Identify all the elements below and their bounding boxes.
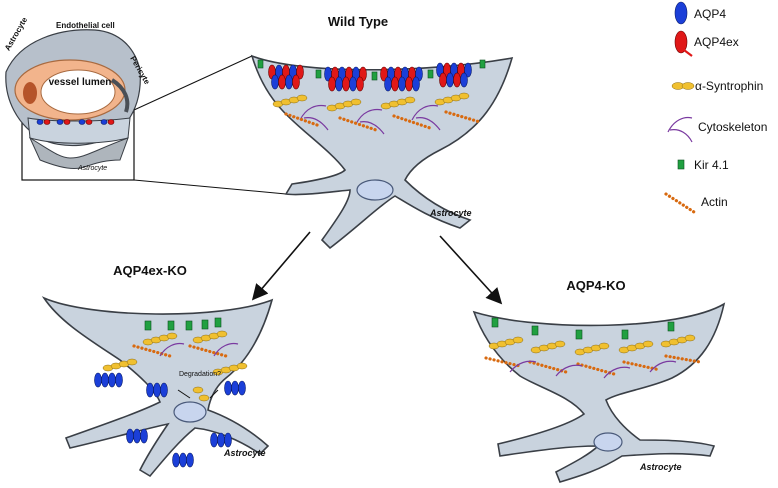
- arrow-to-aqp4-ko: [439, 235, 503, 305]
- inset-endothelial-nucleus: [23, 82, 37, 104]
- legend-item-aqp4ex: AQP4ex: [674, 30, 739, 57]
- aqp4-ko-astrocyte-label: Astrocyte: [639, 462, 682, 472]
- aqp4ex-ko-title: AQP4ex-KO: [113, 263, 187, 278]
- aqp4ex-ko-syntrophin: [102, 330, 248, 402]
- wild-type-aqp4-array: [268, 62, 472, 92]
- wild-type-title: Wild Type: [328, 14, 388, 29]
- aqp4ex-ko-aqp4-clusters: [94, 372, 246, 468]
- inset-astrocyte-top-label: Astrocyte: [3, 15, 30, 52]
- inset-aqp4-row: [36, 119, 115, 125]
- aqp4ex-icon: [674, 30, 693, 57]
- legend-label-aqp4ex: AQP4ex: [694, 35, 739, 49]
- inset-vessel-lumen: [40, 69, 116, 115]
- actin-icon: [664, 192, 696, 214]
- cytoskeleton-icon: [667, 116, 693, 143]
- wild-type-astrocyte-body: [250, 54, 514, 250]
- aqp4-ko-cytoskeleton: [509, 360, 677, 379]
- legend-label-cytoskeleton: Cytoskeleton: [698, 120, 767, 134]
- wild-type-nucleus: [356, 179, 394, 201]
- zoom-line-bottom: [133, 179, 287, 195]
- aqp4-icon: [674, 1, 688, 25]
- zoom-line-top: [133, 55, 253, 111]
- arrow-to-aqp4ex-ko: [251, 231, 311, 301]
- aqp4ex-ko-astrocyte-label: Astrocyte: [223, 448, 266, 458]
- legend-label-syntrophin: α-Syntrophin: [695, 79, 763, 93]
- wild-type-astrocyte-label: Astrocyte: [429, 208, 472, 218]
- kir-icon: [677, 159, 685, 170]
- aqp4-ko-panel: AQP4-KO Astrocyte: [472, 278, 726, 483]
- inset-astrocyte-bottom-label: Astrocyte: [77, 165, 107, 172]
- legend-item-cytoskeleton: Cytoskeleton: [667, 116, 767, 143]
- aqp4-ko-nucleus: [593, 432, 623, 452]
- aqp4-ko-actin: [484, 354, 702, 376]
- degradation-arrow-left: [177, 389, 191, 399]
- aqp4ex-ko-kir-channels: [144, 317, 222, 331]
- wild-type-cytoskeleton: [299, 104, 441, 135]
- legend-label-aqp4: AQP4: [694, 7, 726, 21]
- legend-item-aqp4: AQP4: [674, 1, 726, 25]
- inset-lower-astrocyte: [28, 136, 129, 169]
- wild-type-kir-channels: [257, 59, 486, 81]
- legend-item-syntrophin: α-Syntrophin: [671, 79, 763, 93]
- degradation-label: Degradation?: [179, 371, 221, 378]
- wild-type-actin: [284, 110, 482, 132]
- inset-lumen-label: vessel lumen: [49, 77, 112, 88]
- degradation-arrow-right: [209, 389, 219, 399]
- legend-label-kir: Kir 4.1: [694, 158, 729, 172]
- inset-panel: Astrocyte Astrocyte Endothelial cell ves…: [3, 15, 152, 181]
- aqp4ex-ko-panel: AQP4ex-KO: [41, 263, 274, 478]
- aqp4-ko-kir-channels: [491, 317, 675, 340]
- inset-pericyte: [110, 78, 130, 113]
- legend-item-kir: Kir 4.1: [677, 158, 729, 172]
- inset-endothelial-label: Endothelial cell: [56, 21, 115, 30]
- legend-item-actin: Actin: [664, 192, 728, 214]
- legend: AQP4 AQP4ex α-Syntrophin Cytoskeleton: [664, 1, 767, 214]
- aqp4-ko-astrocyte-body: [472, 302, 726, 483]
- aqp4-ko-title: AQP4-KO: [566, 278, 625, 293]
- aqp4ex-ko-nucleus: [173, 401, 207, 423]
- legend-label-actin: Actin: [701, 195, 728, 209]
- syntrophin-icon: [671, 82, 695, 90]
- aqp4ex-ko-cytoskeleton: [159, 342, 239, 357]
- wild-type-panel: Wild Type: [250, 14, 514, 250]
